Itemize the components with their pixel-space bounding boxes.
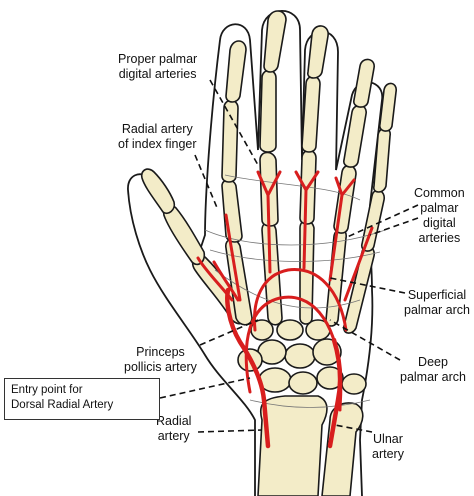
deep-arch-label: Deep palmar arch	[400, 355, 466, 384]
ulna-bone	[321, 402, 364, 496]
radial-artery-vessel	[225, 287, 271, 449]
superficial-arch-label: Superficial palmar arch	[404, 288, 470, 317]
deep-arch-vessel	[244, 295, 343, 412]
ulnar-artery-label: Ulnar artery	[372, 432, 404, 461]
princeps-pollicis-label: Princeps pollicis artery	[124, 345, 197, 374]
entry-point-callout: Entry point for Dorsal Radial Artery	[4, 378, 160, 420]
ulnar-styloid	[341, 373, 367, 395]
metacarpal-bones	[225, 219, 375, 334]
middle-phalanges	[221, 69, 391, 193]
arteries	[196, 170, 374, 449]
proper-palmar-digital-label: Proper palmar digital arteries	[118, 52, 198, 81]
distal-phalanges	[225, 10, 397, 132]
common-palmar-digital-label: Common palmar digital arteries	[414, 186, 465, 245]
carpal-bones	[237, 319, 344, 395]
radial-artery-label: Radial artery	[156, 414, 192, 443]
superficial-arch-vessel	[252, 268, 348, 332]
radius-bone	[257, 395, 328, 496]
leader-lines	[159, 79, 419, 433]
radial-index-label: Radial artery of index finger	[118, 122, 197, 151]
